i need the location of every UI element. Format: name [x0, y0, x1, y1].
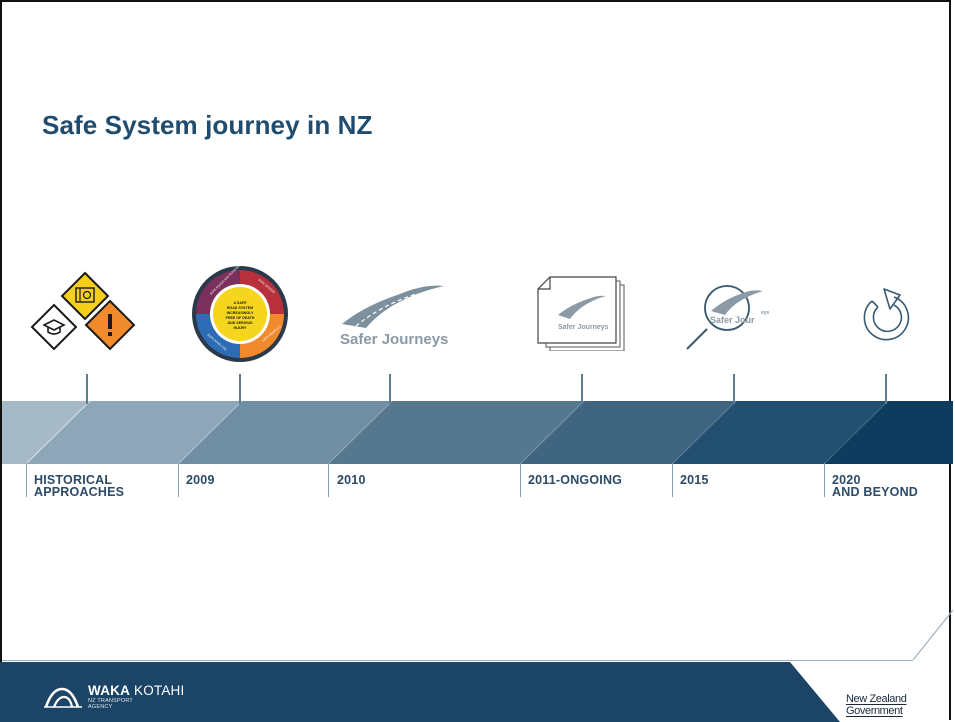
brand-wordmark: WAKA KOTAHI [88, 683, 185, 698]
timeline-tick [389, 374, 391, 404]
svg-text:A SAFE: A SAFE [233, 301, 247, 305]
timeline-tick [885, 374, 887, 404]
label-marker [824, 463, 826, 497]
band-segment-4 [328, 401, 584, 464]
footer-corner-line [913, 609, 953, 661]
band-segment-7 [824, 401, 953, 464]
timeline-tick [733, 374, 735, 404]
safe-system-wheel-icon: A SAFE ROAD SYSTEM INCREASINGLY FREE OF … [192, 265, 288, 362]
band-divider [327, 401, 393, 464]
magnifier-icon: Safer Jour eys [686, 285, 770, 350]
label-marker [178, 463, 180, 497]
svg-text:Safer Journeys: Safer Journeys [340, 331, 448, 348]
band-divider [519, 401, 585, 464]
band-segment-3 [178, 401, 392, 464]
documents-icon: Safer Journeys [537, 276, 625, 351]
svg-text:Safer Jour: Safer Jour [710, 315, 755, 325]
svg-text:INCREASINGLY: INCREASINGLY [227, 311, 254, 315]
band-segment-6 [672, 401, 888, 464]
label-marker [26, 463, 28, 497]
band-divider [25, 401, 91, 464]
nz-government-logo: New Zealand Government [846, 693, 907, 717]
timeline-label-2009: 2009 [186, 473, 215, 487]
slide-title: Safe System journey in NZ [42, 110, 373, 140]
timeline-tick [239, 374, 241, 404]
waka-kotahi-logo-icon [44, 687, 82, 708]
band-divider [823, 401, 889, 464]
svg-text:Safer Journeys: Safer Journeys [558, 324, 609, 331]
svg-text:INJURY: INJURY [233, 326, 247, 330]
svg-text:AND SERIOUS: AND SERIOUS [228, 321, 254, 325]
label-marker [520, 463, 522, 497]
timeline-band [2, 401, 953, 464]
band-segment-2 [26, 401, 242, 464]
timeline-label-2010: 2010 [337, 473, 366, 487]
svg-text:FREE OF DEATH: FREE OF DEATH [226, 316, 255, 320]
band-divider [671, 401, 737, 464]
footer-divider [2, 660, 913, 661]
svg-text:ROAD SYSTEM: ROAD SYSTEM [227, 306, 253, 310]
label-marker [672, 463, 674, 497]
label-marker [328, 463, 330, 497]
band-divider [177, 401, 243, 464]
timeline-tick [86, 374, 88, 404]
safer-journeys-logo-icon: Safer Journeys [340, 285, 448, 348]
timeline-label-2015: 2015 [680, 473, 709, 487]
timeline-label-2011-ongoing: 2011-ONGOING [528, 473, 623, 487]
timeline-tick [581, 374, 583, 404]
footer-bar [0, 662, 840, 722]
band-segment-5 [520, 401, 736, 464]
road-signs-icon [30, 271, 136, 351]
refresh-arrow-icon [863, 288, 910, 341]
svg-text:eys: eys [761, 310, 770, 316]
